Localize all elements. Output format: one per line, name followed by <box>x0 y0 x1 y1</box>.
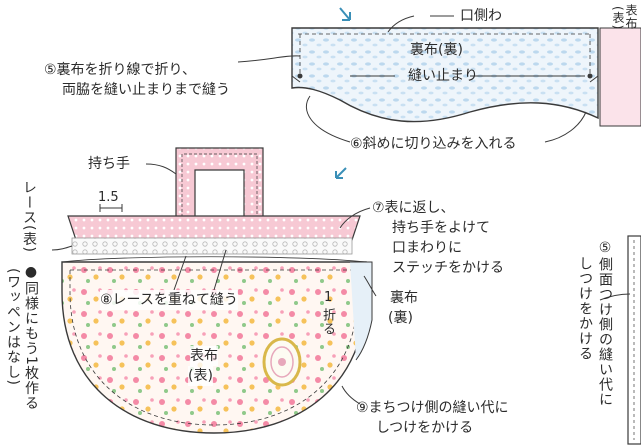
bag-mouth-band <box>67 215 361 241</box>
inner-cloth-label-1: 裏布 <box>390 290 418 306</box>
top-inner-cloth-label: 裏布(裏) <box>410 42 463 58</box>
step7-line2: 持ち手をよけて <box>392 220 490 236</box>
top-outer-cloth-edge <box>599 27 641 127</box>
step7-line1: ⑦表に返し、 <box>372 200 455 216</box>
mouth-ring-label: 口側わ <box>460 8 502 24</box>
bag-lace <box>71 237 353 255</box>
right-step5-line1: ⑤側面つけ側の縫い代に <box>597 240 613 407</box>
lace-label: レース(表) <box>21 180 37 253</box>
measure-label: 1.5 <box>98 190 119 205</box>
right-step5-line2: しつけをかける <box>577 256 593 361</box>
fold-label-1: 1 <box>324 290 333 305</box>
bag-inner-cloth-edge <box>350 261 373 361</box>
step9-line2: しつけをかける <box>376 420 474 436</box>
main-arrow-icon <box>335 167 347 179</box>
step6-label: ⑥斜めに切り込みを入れる <box>350 136 517 152</box>
side-note-line2: (ワッペンはなし) <box>5 268 21 386</box>
bag-handle <box>175 147 264 223</box>
step7-line4: ステッチをかける <box>392 260 504 276</box>
right-side-panel <box>599 235 641 445</box>
inner-cloth-label-2: (裏) <box>388 310 413 326</box>
side-note-line1: ●同様にもう1枚作る <box>23 264 39 411</box>
outer-cloth-label-1: 表布 <box>190 346 218 366</box>
bag-body <box>61 256 367 434</box>
step5-line1: ⑤裏布を折り線で折り、 <box>44 62 196 78</box>
patch-emblem-icon <box>262 337 302 387</box>
step8-label: ⑧レースを重ねて縫う <box>100 290 238 310</box>
fold-label-2: 折る <box>320 308 335 336</box>
top-arrow-icon <box>339 7 351 21</box>
step7-line3: 口まわりに <box>392 240 462 256</box>
stop-point-label: 縫い止まり <box>408 68 478 84</box>
step9-line1: ⑨まちつけ側の縫い代に <box>356 400 509 416</box>
step5-line2: 両脇を縫い止まりまで縫う <box>62 82 230 98</box>
top-inner-cloth <box>291 27 599 123</box>
top-partial-label-2: 表布 <box>624 4 638 30</box>
outer-cloth-label-2: (表) <box>188 366 213 386</box>
handle-label: 持ち手 <box>88 156 130 172</box>
top-partial-label-1: (表) <box>611 6 625 31</box>
